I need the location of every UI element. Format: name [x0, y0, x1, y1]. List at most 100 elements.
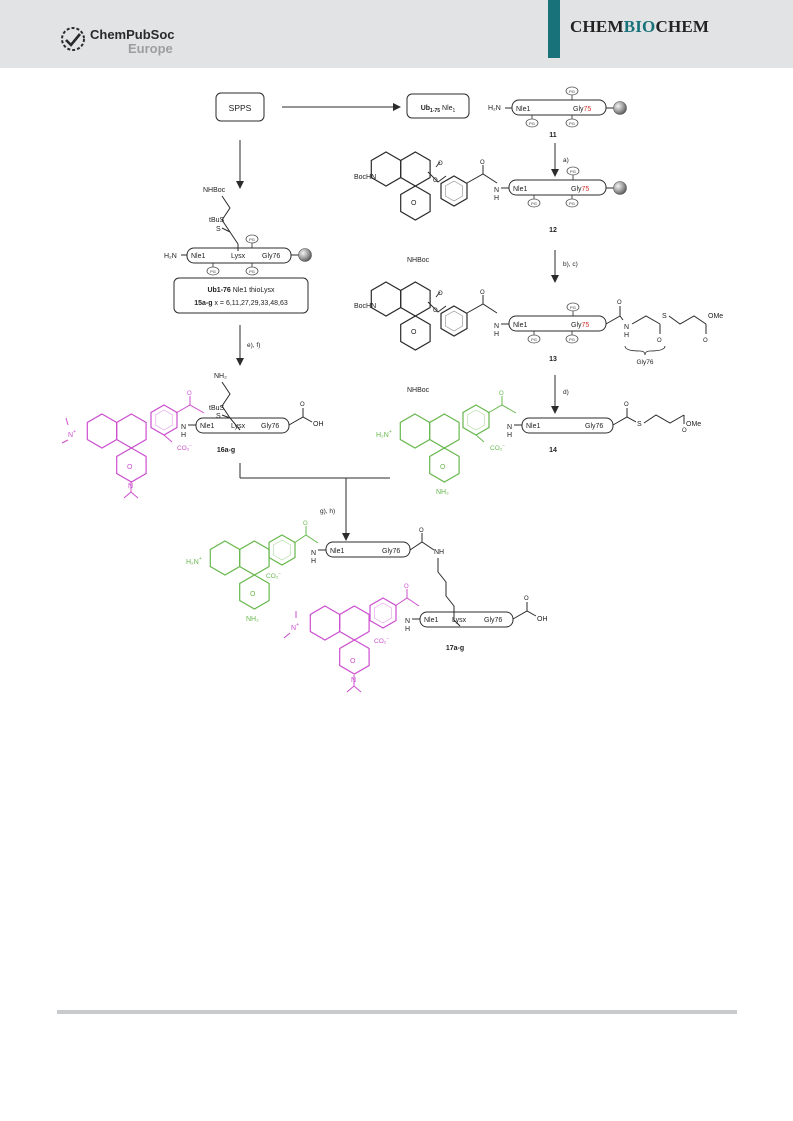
svg-text:H₂N: H₂N — [488, 105, 501, 112]
svg-text:PG: PG — [569, 121, 575, 126]
svg-text:Gly76: Gly76 — [585, 423, 603, 430]
svg-text:NH₂: NH₂ — [214, 373, 227, 380]
svg-text:O: O — [703, 338, 708, 344]
svg-text:PG: PG — [531, 337, 537, 342]
svg-text:PG: PG — [569, 337, 575, 342]
compound-13: BocHN O NHBoc O O O N H Nle1 Gly75 PG PG… — [354, 281, 723, 394]
compound-12: BocHN O NHBoc O O O N H Nle1 Gly75 PG PG… — [354, 151, 627, 264]
svg-text:Gly76: Gly76 — [382, 548, 400, 555]
svg-text:17a-g: 17a-g — [446, 645, 464, 652]
svg-text:NHBoc: NHBoc — [407, 387, 430, 394]
compound-17: H₂N+ O NH₂ O CO₂− N H Nle1 Gly76 O NH N+… — [186, 521, 548, 693]
svg-text:O: O — [617, 300, 622, 306]
svg-text:O: O — [127, 464, 133, 471]
svg-text:S: S — [637, 421, 642, 428]
svg-text:PG: PG — [531, 201, 537, 206]
svg-text:Nle1: Nle1 — [513, 322, 528, 329]
svg-text:NHBoc: NHBoc — [407, 257, 430, 264]
svg-text:NH: NH — [434, 549, 444, 556]
svg-text:Gly75: Gly75 — [571, 186, 589, 193]
svg-text:S: S — [662, 313, 667, 320]
svg-text:tBuS: tBuS — [209, 405, 225, 412]
svg-text:O: O — [250, 591, 256, 598]
svg-text:Lysx: Lysx — [231, 253, 246, 260]
svg-text:15a-g x = 6,11,27,29,33,48,63: 15a-g x = 6,11,27,29,33,48,63 — [194, 300, 288, 307]
svg-text:PG: PG — [570, 169, 576, 174]
svg-text:N: N — [494, 323, 499, 330]
svg-text:OH: OH — [537, 616, 548, 623]
svg-text:N: N — [351, 677, 356, 684]
svg-text:OMe: OMe — [686, 421, 701, 428]
journal-accent-bar — [548, 0, 560, 58]
publisher-seal-icon — [61, 27, 85, 51]
svg-text:O: O — [404, 584, 409, 590]
svg-text:PG: PG — [249, 237, 255, 242]
svg-text:CO₂−: CO₂− — [490, 443, 505, 452]
svg-text:O: O — [682, 428, 687, 434]
svg-text:O: O — [440, 464, 446, 471]
svg-text:H₂N+: H₂N+ — [186, 556, 202, 566]
reagent-gh: g), h) — [320, 508, 335, 515]
svg-text:OH: OH — [313, 421, 324, 428]
reagent-ef: e), f) — [247, 342, 260, 349]
svg-text:N+: N+ — [68, 429, 76, 439]
svg-text:O: O — [499, 391, 504, 397]
svg-text:N: N — [181, 424, 186, 431]
svg-text:H: H — [624, 332, 629, 339]
svg-text:tBuS: tBuS — [209, 217, 225, 224]
svg-text:H: H — [311, 558, 316, 565]
svg-text:Nle1: Nle1 — [191, 253, 206, 260]
compound-15: NHBoc tBuS S H₂N Nle1 Lysx Gly76 PG PG P… — [164, 187, 312, 314]
svg-text:CO₂−: CO₂− — [177, 443, 192, 452]
svg-text:PG: PG — [569, 89, 575, 94]
svg-text:CO₂−: CO₂− — [266, 571, 281, 580]
svg-text:12: 12 — [549, 227, 557, 234]
svg-text:O: O — [187, 391, 192, 397]
svg-text:Gly75: Gly75 — [571, 322, 589, 329]
svg-text:O: O — [657, 338, 662, 344]
footer-rule — [57, 1010, 737, 1014]
svg-text:OMe: OMe — [708, 313, 723, 320]
svg-text:Gly76: Gly76 — [637, 359, 654, 366]
svg-text:O: O — [624, 402, 629, 408]
svg-text:H₂N: H₂N — [164, 253, 177, 260]
svg-text:Gly76: Gly76 — [484, 617, 502, 624]
svg-text:PG: PG — [249, 269, 255, 274]
svg-text:O: O — [438, 161, 443, 167]
svg-text:16a-g: 16a-g — [217, 447, 235, 454]
svg-text:Nle1: Nle1 — [200, 423, 215, 430]
svg-text:O: O — [411, 329, 417, 336]
svg-text:Nle1: Nle1 — [424, 617, 439, 624]
svg-text:N: N — [507, 424, 512, 431]
svg-text:PG: PG — [570, 305, 576, 310]
svg-text:11: 11 — [549, 132, 557, 139]
svg-text:N: N — [494, 187, 499, 194]
svg-text:O: O — [433, 178, 438, 184]
svg-text:O: O — [350, 658, 356, 665]
svg-text:Nle1: Nle1 — [513, 186, 528, 193]
svg-text:S: S — [216, 226, 221, 233]
svg-text:Lysx: Lysx — [231, 423, 246, 430]
svg-text:N: N — [128, 483, 133, 490]
svg-text:O: O — [524, 596, 529, 602]
svg-text:Nle1: Nle1 — [516, 106, 531, 113]
svg-text:N: N — [624, 324, 629, 331]
ub-box — [406, 93, 470, 119]
page-header: ChemPubSoc Europe CHEMBIOCHEM — [0, 0, 793, 68]
svg-text:14: 14 — [549, 447, 557, 454]
svg-text:Ub1-76 Nle1 thioLysx: Ub1-76 Nle1 thioLysx — [207, 287, 275, 294]
svg-text:H: H — [507, 432, 512, 439]
svg-text:S: S — [216, 413, 221, 420]
svg-text:Gly75: Gly75 — [573, 106, 591, 113]
svg-text:NH₂: NH₂ — [246, 616, 259, 623]
svg-text:Nle1: Nle1 — [526, 423, 541, 430]
svg-text:PG: PG — [569, 201, 575, 206]
svg-text:N+: N+ — [291, 622, 299, 632]
svg-text:CO₂−: CO₂− — [374, 636, 389, 645]
svg-text:O: O — [480, 290, 485, 296]
compound-14: H₂N+ O NH₂ O CO₂− N H Nle1 Gly76 O S O O… — [376, 391, 701, 496]
svg-text:O: O — [438, 291, 443, 297]
svg-text:O: O — [419, 528, 424, 534]
svg-text:H: H — [181, 432, 186, 439]
svg-text:Nle1: Nle1 — [330, 548, 345, 555]
